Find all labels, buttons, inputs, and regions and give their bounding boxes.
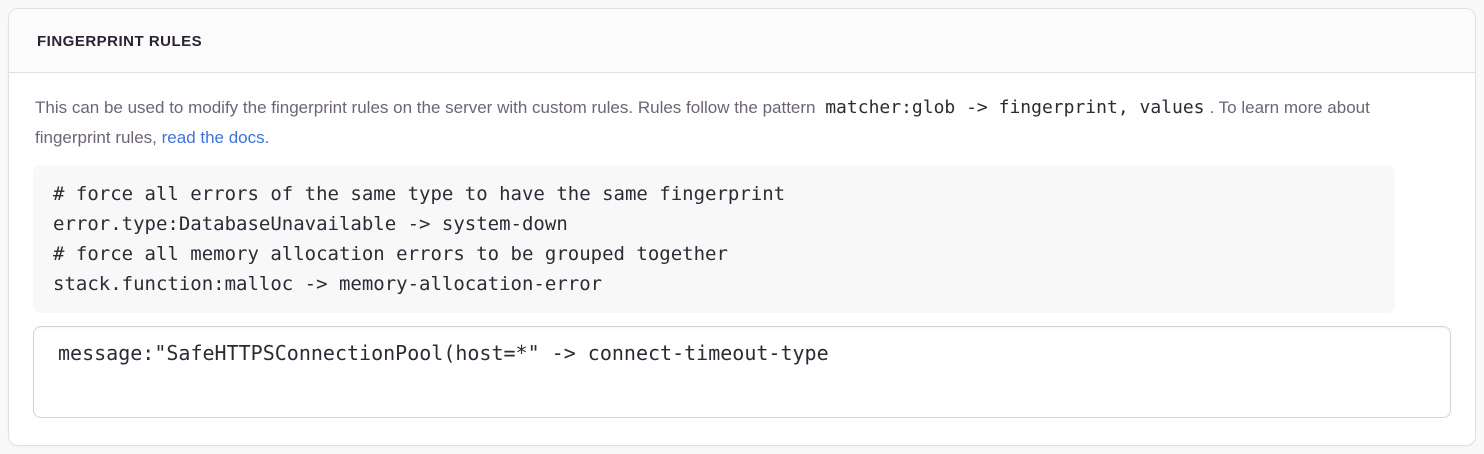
panel-header: FINGERPRINT RULES bbox=[9, 9, 1475, 73]
panel-title: FINGERPRINT RULES bbox=[37, 33, 203, 50]
pattern-inline-code: matcher:glob -> fingerprint, values bbox=[825, 97, 1205, 118]
description-text-after: . To learn more about fingerprint rules, bbox=[35, 98, 1370, 147]
description: This can be used to modify the fingerpri… bbox=[35, 93, 1395, 153]
description-text-before: This can be used to modify the fingerpri… bbox=[35, 98, 821, 117]
panel-body: This can be used to modify the fingerpri… bbox=[9, 73, 1475, 445]
fingerprint-rules-textarea[interactable]: message:"SafeHTTPSConnectionPool(host=*"… bbox=[33, 326, 1451, 418]
fingerprint-rules-panel: FINGERPRINT RULES This can be used to mo… bbox=[8, 8, 1476, 446]
example-rules-code-block: # force all errors of the same type to h… bbox=[33, 165, 1395, 313]
read-the-docs-link[interactable]: read the docs. bbox=[161, 128, 270, 147]
